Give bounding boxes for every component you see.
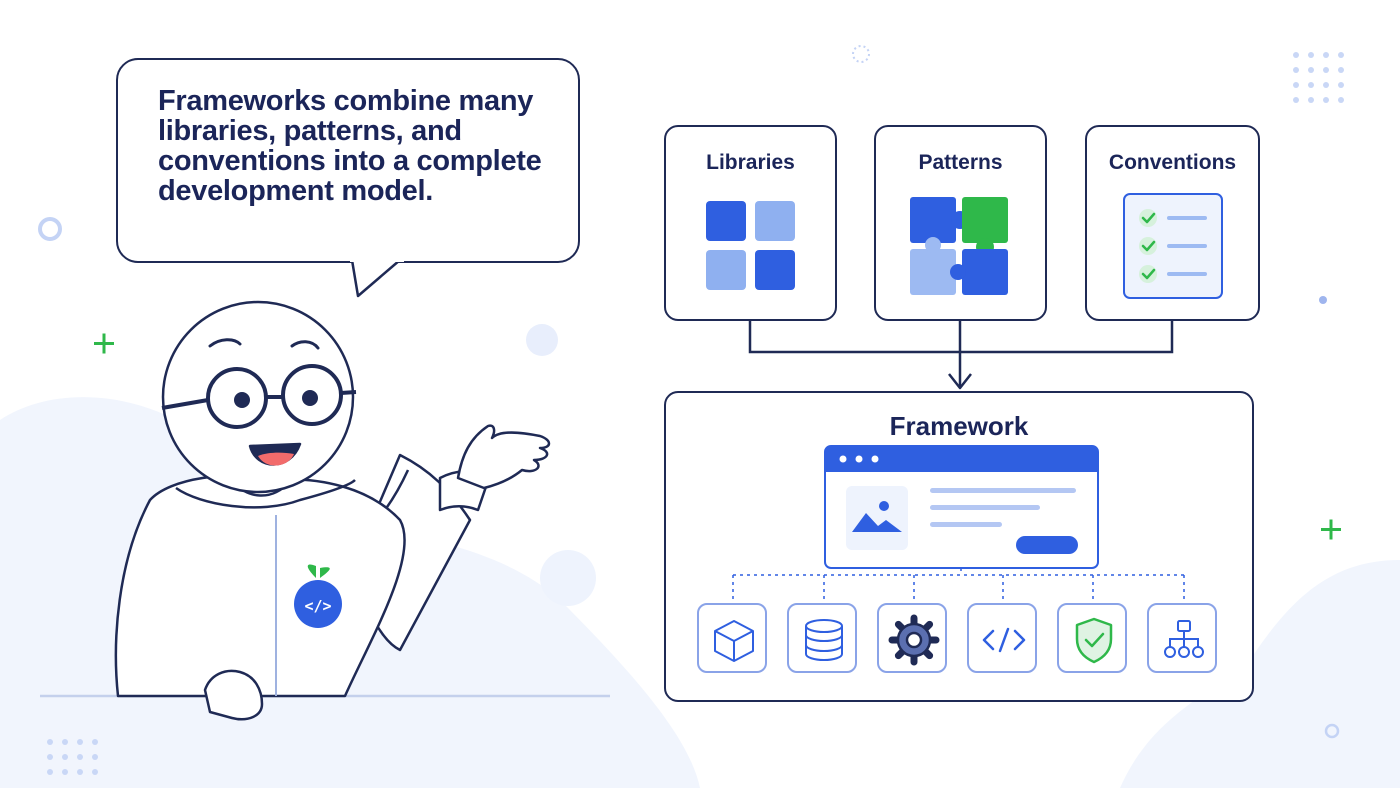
cube-icon — [714, 620, 754, 662]
speech-bubble-text: Frameworks combine many libraries, patte… — [158, 86, 568, 206]
libraries-label: Libraries — [706, 151, 795, 174]
libraries-card: Libraries — [664, 125, 837, 321]
module-hierarchy — [1147, 603, 1217, 673]
shield-check-icon — [1075, 617, 1113, 664]
checklist-icon — [1122, 192, 1223, 299]
module-cube — [697, 603, 767, 673]
speech-line: Frameworks combine many — [158, 85, 534, 117]
patterns-label: Patterns — [918, 151, 1003, 174]
database-icon — [805, 619, 843, 661]
puzzle-pieces-icon — [909, 196, 1008, 295]
speech-line: development model. — [158, 175, 433, 207]
speech-bubble — [116, 58, 580, 263]
module-gear — [877, 603, 947, 673]
speech-line: libraries, patterns, and — [158, 115, 462, 147]
conventions-label: Conventions — [1108, 151, 1237, 174]
svg-text:</>: </> — [304, 597, 331, 615]
grid-squares-icon — [705, 200, 795, 290]
module-database — [787, 603, 857, 673]
conventions-card: Conventions — [1085, 125, 1260, 321]
module-shield — [1057, 603, 1127, 673]
framework-label: Framework — [889, 411, 1029, 441]
module-code — [967, 603, 1037, 673]
patterns-card: Patterns — [874, 125, 1047, 321]
speech-line: conventions into a complete — [158, 145, 542, 177]
gear-icon — [888, 614, 940, 666]
code-icon — [982, 627, 1026, 653]
hierarchy-icon — [1164, 620, 1204, 658]
